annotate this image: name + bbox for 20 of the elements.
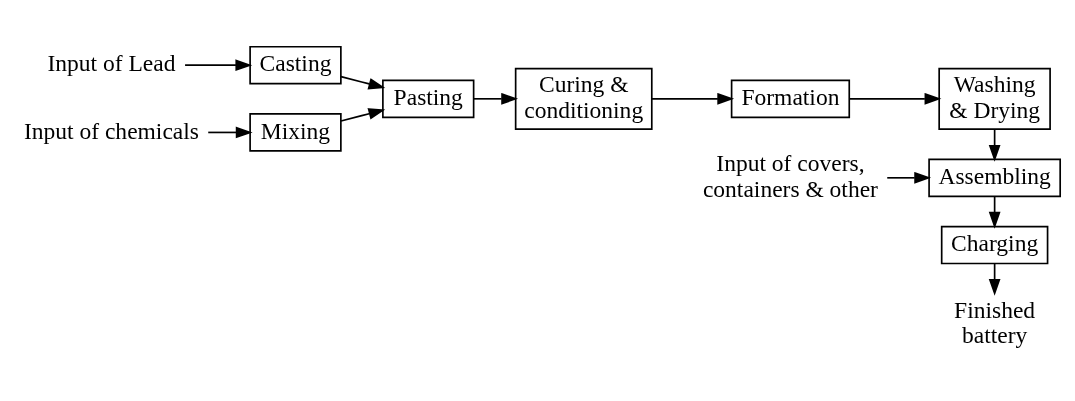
node-box: Assembling <box>928 158 1061 198</box>
node-text: Finished battery <box>954 296 1036 348</box>
arrow <box>184 59 253 72</box>
node-text: Input of chemicals <box>23 117 199 144</box>
arrow <box>207 126 253 139</box>
arrow <box>651 92 735 105</box>
arrow <box>886 171 932 184</box>
node-box: Washing & Drying <box>938 67 1051 130</box>
node-box: Mixing <box>249 113 342 152</box>
node-box: Casting <box>249 45 342 85</box>
node-box: Curing & conditioning <box>514 67 653 130</box>
arrow <box>340 75 386 90</box>
node-box: Pasting <box>382 79 475 119</box>
node-box: Formation <box>730 79 851 119</box>
node-text: Input of Lead <box>47 50 176 77</box>
arrow <box>473 92 519 105</box>
node-box: Charging <box>940 225 1049 265</box>
arrow <box>340 108 386 122</box>
node-text: Input of covers, containers & other <box>702 150 878 202</box>
arrow <box>848 92 942 105</box>
